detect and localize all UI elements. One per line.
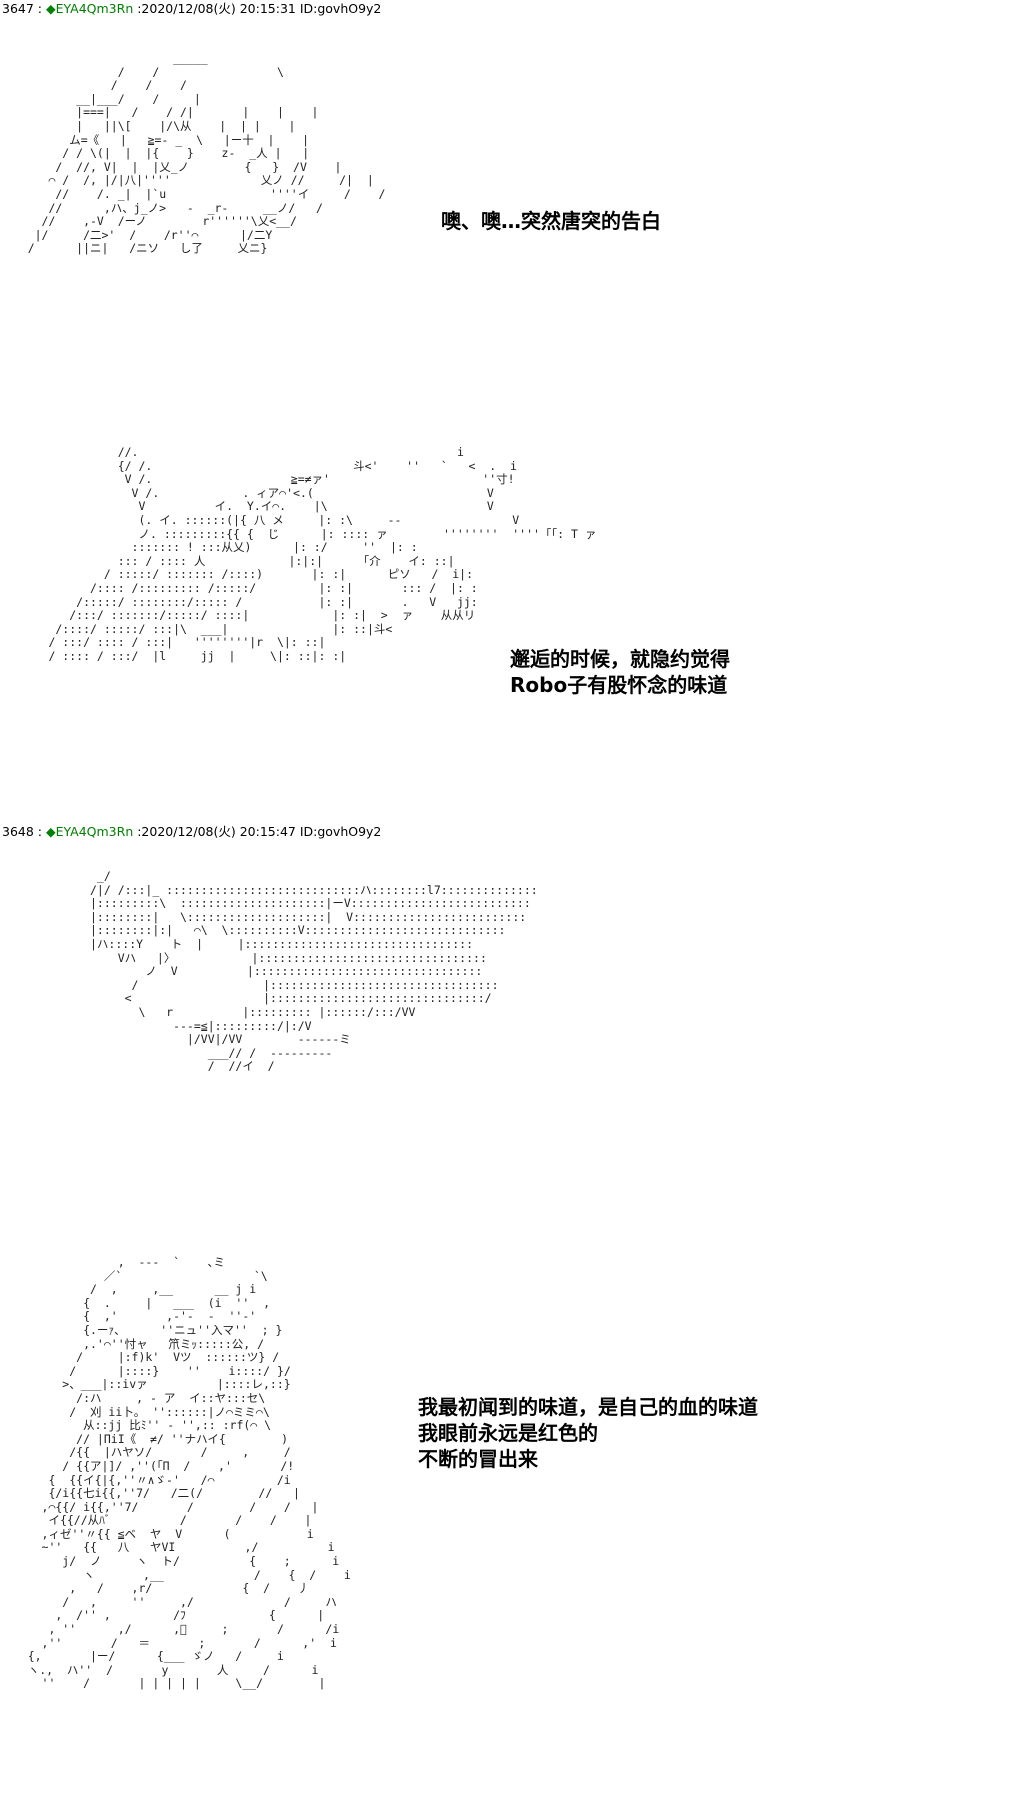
ascii-art-1: _____ / / \ / / / __|___/ / | |===| / / … [27, 51, 386, 256]
post-datetime-id: :2020/12/08(火) 20:15:31 ID:govhO9y2 [133, 1, 382, 16]
caption-line: 我最初闻到的味道，是自己的血的味道 [418, 1395, 758, 1419]
post-separator: : [33, 824, 46, 839]
post-datetime-id: :2020/12/08(火) 20:15:47 ID:govhO9y2 [133, 824, 382, 839]
caption-line: 噢、噢…突然唐突的告白 [441, 209, 661, 233]
post-number[interactable]: 3648 [2, 824, 34, 839]
caption-line: 我眼前永远是红色的 [418, 1421, 598, 1445]
ascii-art-4: , --- ` ､ミ ／` `\ / , ,__ __ j i { . | __… [27, 1255, 351, 1691]
post-separator: : [33, 1, 46, 16]
caption-line: Robo子有股怀念的味道 [510, 673, 728, 697]
post-number[interactable]: 3647 [2, 1, 34, 16]
post-trip: ◆EYA4Qm3Rn [45, 824, 134, 839]
ascii-art-2: //. i {/ /. 斗<' '' ` < . i V /. ≧=≠ァ' ''… [48, 445, 597, 663]
post-trip: ◆EYA4Qm3Rn [45, 1, 134, 16]
caption-3: 我最初闻到的味道，是自己的血的味道 我眼前永远是红色的 不断的冒出来 [418, 1394, 758, 1472]
ascii-art-3: _/ /|/ /:::|_ ::::::::::::::::::::::::::… [90, 869, 538, 1074]
caption-1: 噢、噢…突然唐突的告白 [441, 208, 661, 234]
caption-2: 邂逅的时候，就隐约觉得 Robo子有股怀念的味道 [510, 646, 730, 698]
caption-line: 不断的冒出来 [418, 1447, 538, 1471]
post-header-3647: 3647 : ◆EYA4Qm3Rn :2020/12/08(火) 20:15:3… [2, 0, 381, 18]
caption-line: 邂逅的时候，就隐约觉得 [510, 647, 730, 671]
post-header-3648: 3648 : ◆EYA4Qm3Rn :2020/12/08(火) 20:15:4… [2, 823, 381, 841]
